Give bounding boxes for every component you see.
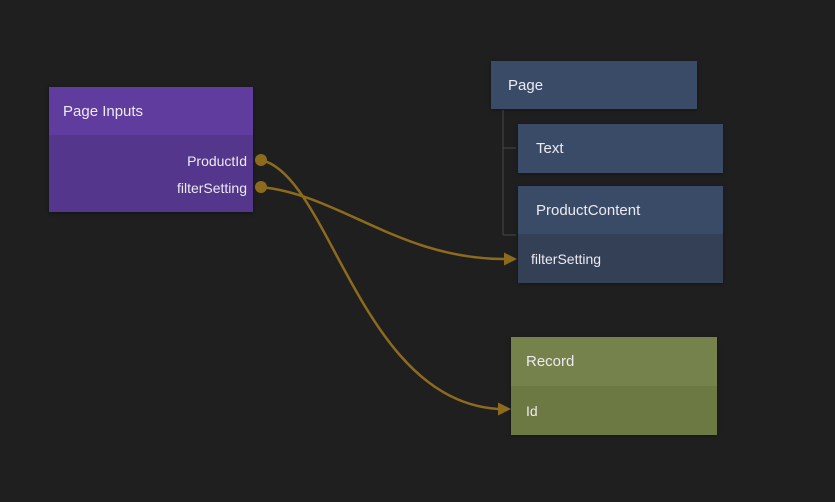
wire-filtersetting-to-productcontent[interactable]: [259, 185, 506, 261]
input-label-id: Id: [526, 402, 538, 419]
node-page-inputs-body: ProductId filterSetting: [49, 135, 253, 201]
input-row-id[interactable]: Id: [511, 386, 717, 435]
input-row-filtersetting[interactable]: filterSetting: [518, 234, 723, 283]
node-page-inputs-title: Page Inputs: [63, 102, 144, 120]
node-record-title: Record: [526, 353, 575, 370]
node-record[interactable]: Record Id: [511, 337, 717, 435]
output-row-productid[interactable]: ProductId: [49, 147, 253, 174]
wire-arrowhead-record-id[interactable]: [498, 402, 511, 416]
output-port-filtersetting-dot[interactable]: [255, 181, 267, 193]
node-productcontent-header[interactable]: ProductContent: [518, 186, 723, 234]
output-row-filtersetting[interactable]: filterSetting: [49, 174, 253, 201]
output-label-productid: ProductId: [187, 152, 247, 169]
node-page-inputs-header[interactable]: Page Inputs: [49, 87, 253, 135]
node-text[interactable]: Text: [518, 124, 723, 173]
output-port-productid-dot[interactable]: [255, 154, 267, 166]
output-label-filtersetting: filterSetting: [176, 179, 247, 196]
node-record-header[interactable]: Record: [511, 337, 717, 386]
input-label-filtersetting: filterSetting: [531, 250, 602, 267]
node-page[interactable]: Page: [491, 61, 697, 109]
wire-productid-to-record-id[interactable]: [259, 158, 500, 411]
node-productcontent[interactable]: ProductContent filterSetting: [518, 186, 723, 283]
wire-arrowhead-filtersetting[interactable]: [504, 252, 517, 266]
node-text-title: Text: [536, 140, 564, 157]
node-page-inputs[interactable]: Page Inputs ProductId filterSetting: [49, 87, 253, 212]
node-page-title: Page: [508, 76, 544, 94]
node-productcontent-title: ProductContent: [536, 201, 641, 219]
